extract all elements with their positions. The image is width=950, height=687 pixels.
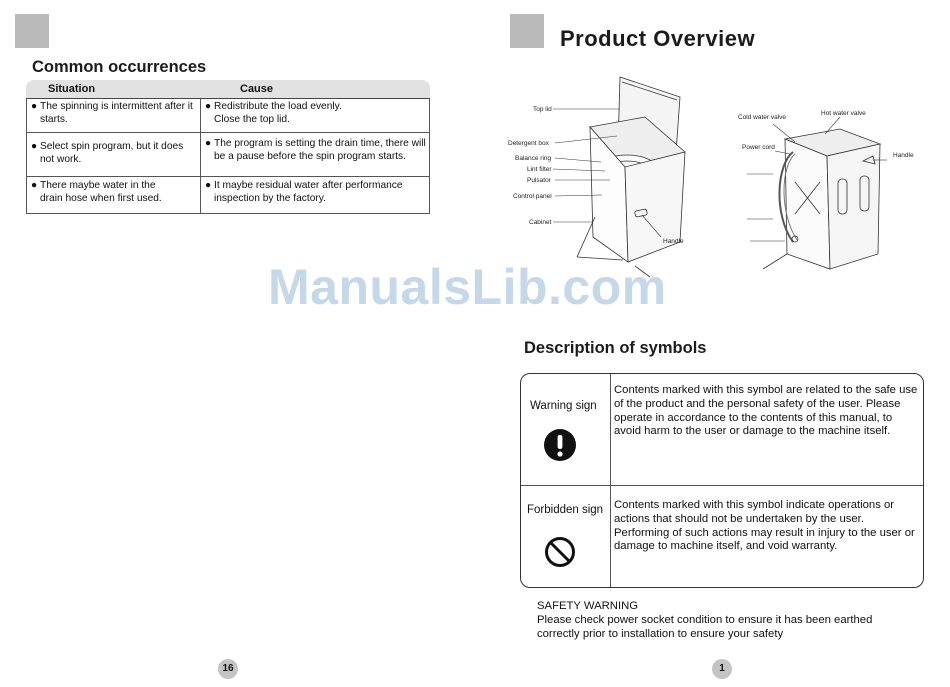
safety-warning-title: SAFETY WARNING xyxy=(537,600,639,612)
label-control-panel: Control panel xyxy=(513,193,552,200)
washer-front-diagram: Top lid Detergent box Balance ring Lint … xyxy=(505,72,705,282)
label-lint-filter: Lint filter xyxy=(527,166,552,173)
section-marker-square xyxy=(15,14,49,48)
label-handle-back: Handle xyxy=(893,152,914,159)
warning-sign-description: Contents marked with this symbol are rel… xyxy=(614,384,918,438)
page-number: 16 xyxy=(218,659,238,679)
label-top-lid: Top lid xyxy=(533,106,552,113)
table-row: ● Select spin program, but it does not w… xyxy=(27,133,429,177)
bullet-icon: ● xyxy=(31,180,38,191)
label-power-cord: Power cord xyxy=(742,144,775,151)
cause-cell: ● The program is setting the drain time,… xyxy=(205,138,426,162)
table-row: ● The spinning is intermittent after it … xyxy=(27,99,429,133)
page-number: 1 xyxy=(712,659,732,679)
table-body: ● The spinning is intermittent after it … xyxy=(26,99,430,214)
safety-warning: SAFETY WARNING Please check power socket… xyxy=(537,599,872,641)
label-handle: Handle xyxy=(663,238,684,245)
label-cabinet: Cabinet xyxy=(529,219,552,226)
washer-back-diagram: Cold water valve Hot water valve Power c… xyxy=(735,104,935,274)
label-pulsator: Pulsator xyxy=(527,177,551,184)
washer-back-illustration xyxy=(747,116,887,270)
table-header: Situation Cause xyxy=(26,80,430,99)
situation-cell: ● There maybe water in the drain hose wh… xyxy=(31,180,162,204)
bullet-icon: ● xyxy=(31,101,38,112)
bullet-icon: ● xyxy=(205,101,212,112)
table-row: ● There maybe water in the drain hose wh… xyxy=(27,177,429,213)
column-header-cause: Cause xyxy=(240,83,274,95)
watermark: ManualsLib.com xyxy=(268,259,667,315)
prohibition-icon xyxy=(544,536,576,573)
common-occurrences-table: Situation Cause ● The spinning is interm… xyxy=(26,80,430,214)
bullet-icon: ● xyxy=(205,180,212,191)
label-detergent-box: Detergent box xyxy=(508,140,549,147)
section-marker-square xyxy=(510,14,544,48)
washer-front-illustration xyxy=(552,76,686,278)
label-balance-ring: Balance ring xyxy=(515,155,552,162)
symbols-section-title: Description of symbols xyxy=(524,339,707,357)
warning-sign-label: Warning sign xyxy=(530,400,597,412)
label-hot-water-valve: Hot water valve xyxy=(821,110,866,117)
page-title: Common occurrences xyxy=(32,58,207,76)
forbidden-sign-label: Forbidden sign xyxy=(527,504,604,516)
situation-cell: ● Select spin program, but it does not w… xyxy=(31,141,184,165)
exclamation-circle-icon xyxy=(544,429,576,466)
situation-cell: ● The spinning is intermittent after it … xyxy=(31,101,193,125)
bullet-icon: ● xyxy=(31,141,38,152)
cause-cell: ● Redistribute the load evenly. Close th… xyxy=(205,101,342,125)
page-title: Product Overview xyxy=(560,26,756,51)
column-header-situation: Situation xyxy=(48,83,96,95)
bullet-icon: ● xyxy=(205,138,212,149)
safety-warning-text-line-2: correctly prior to installation to ensur… xyxy=(537,628,784,640)
safety-warning-text-line-1: Please check power socket condition to e… xyxy=(537,614,873,626)
forbidden-sign-description: Contents marked with this symbol indicat… xyxy=(614,499,915,553)
symbols-table: Warning sign Contents marked with this s… xyxy=(520,373,924,588)
label-cold-water-valve: Cold water valve xyxy=(738,114,787,121)
cause-cell: ● It maybe residual water after performa… xyxy=(205,180,403,204)
